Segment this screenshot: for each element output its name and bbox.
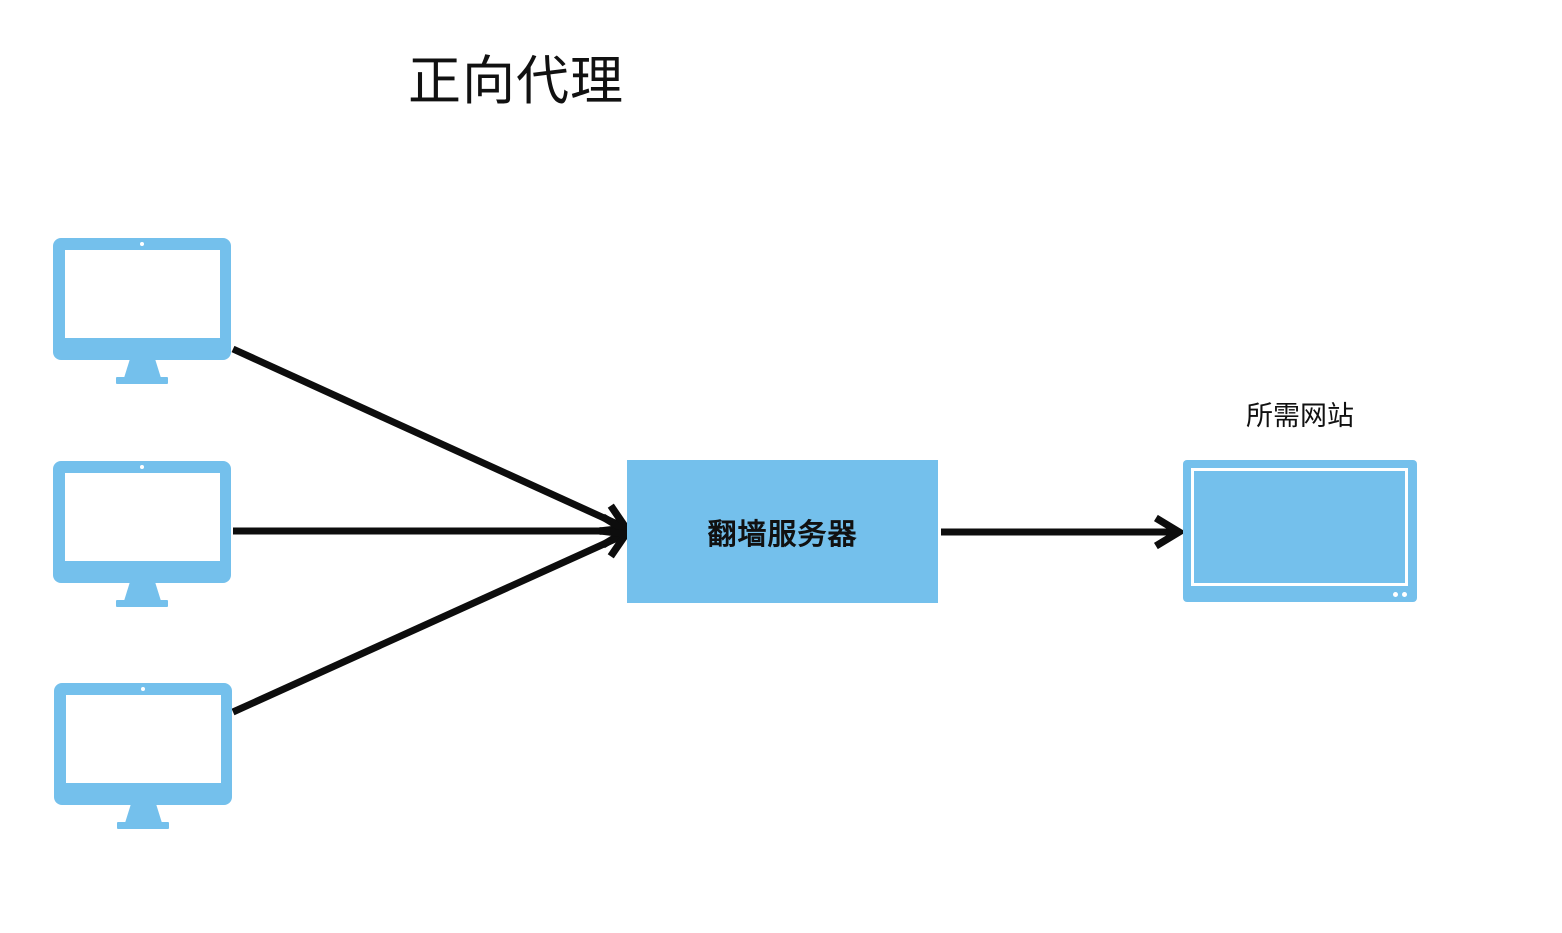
arrow-client1-to-proxy: [231, 345, 633, 535]
monitor-stand-base: [116, 377, 168, 384]
proxy-server-label: 翻墙服务器: [707, 518, 858, 551]
website-label: 所需网站: [1246, 401, 1354, 431]
monitor-screen: [65, 250, 220, 338]
monitor-stand-base: [117, 822, 169, 829]
camera-dot-icon: [140, 242, 144, 246]
monitor-screen: [66, 695, 221, 783]
proxy-server-box: 翻墙服务器: [627, 460, 938, 603]
website-monitor-icon: [1183, 460, 1417, 602]
client-computer-icon-3: [54, 683, 232, 829]
camera-dot-icon: [141, 687, 145, 691]
monitor-bezel: [53, 238, 231, 360]
monitor-bezel: [54, 683, 232, 805]
diagram-title: 正向代理: [408, 52, 624, 111]
tv-indicator-dot: [1393, 592, 1398, 597]
monitor-screen: [65, 473, 220, 561]
monitor-stand-neck: [124, 582, 161, 601]
monitor-bezel: [53, 461, 231, 583]
camera-dot-icon: [140, 465, 144, 469]
tv-indicator-dot: [1402, 592, 1407, 597]
monitor-stand-neck: [124, 359, 161, 378]
arrow-client3-to-proxy: [231, 527, 633, 716]
monitor-stand-neck: [125, 804, 162, 823]
client-computer-icon-1: [53, 238, 231, 384]
monitor-stand-base: [116, 600, 168, 607]
client-computer-icon-2: [53, 461, 231, 607]
tv-screen-frame: [1191, 468, 1408, 586]
